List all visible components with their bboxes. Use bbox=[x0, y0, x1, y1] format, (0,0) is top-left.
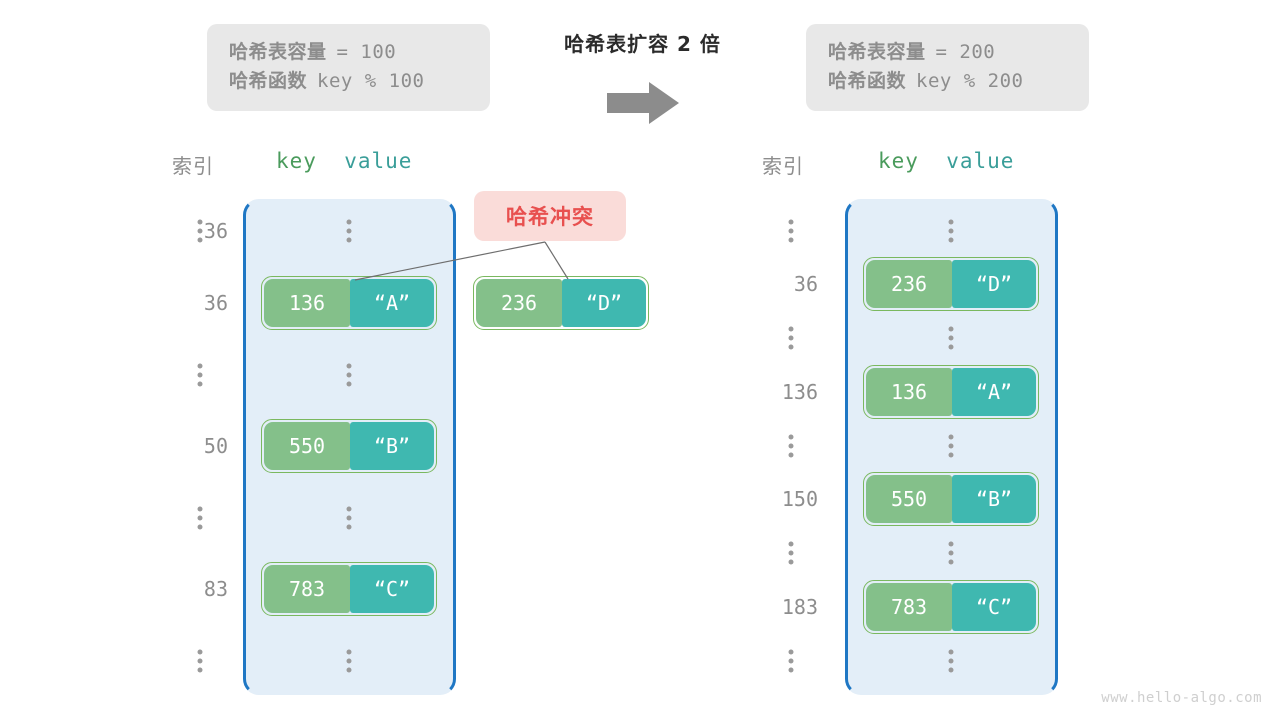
right-entry-136: 136 “A” bbox=[863, 365, 1039, 419]
left-index-ellipsis-2 bbox=[197, 363, 203, 387]
right-header-value: value bbox=[946, 149, 1015, 173]
left-index-ellipsis-3 bbox=[197, 506, 203, 530]
watermark: www.hello-algo.com bbox=[1101, 690, 1262, 706]
info-box-before: 哈希表容量 = 100 哈希函数 key % 100 bbox=[207, 24, 490, 111]
capacity-expr-before: = 100 bbox=[336, 41, 397, 63]
right-entry-150: 550 “B” bbox=[863, 472, 1039, 526]
capacity-line-after: 哈希表容量 = 200 bbox=[828, 38, 1067, 67]
left-index-36: 36 bbox=[203, 219, 228, 243]
right-entry-150-value: “B” bbox=[952, 475, 1036, 523]
capacity-label-after: 哈希表容量 bbox=[828, 41, 926, 63]
left-index-36-label: 36 bbox=[203, 291, 228, 315]
function-line-before: 哈希函数 key % 100 bbox=[229, 67, 468, 96]
right-entry-183-key: 783 bbox=[866, 583, 952, 631]
right-entry-36-value: “D” bbox=[952, 260, 1036, 308]
function-line-after: 哈希函数 key % 200 bbox=[828, 67, 1067, 96]
right-index-36-label: 36 bbox=[793, 272, 818, 296]
left-entry-36: 136 “A” bbox=[261, 276, 437, 330]
right-body-ellipsis-1 bbox=[948, 219, 954, 243]
right-entry-183-value: “C” bbox=[952, 583, 1036, 631]
right-entry-136-value: “A” bbox=[952, 368, 1036, 416]
left-index-ellipsis-1 bbox=[197, 219, 203, 243]
left-body-ellipsis-1 bbox=[346, 219, 352, 243]
left-entry-36-key: 136 bbox=[264, 279, 350, 327]
right-index-ellipsis-5 bbox=[788, 649, 794, 673]
right-index-150-label: 150 bbox=[781, 487, 818, 511]
right-entry-36-key: 236 bbox=[866, 260, 952, 308]
left-index-50-label: 50 bbox=[203, 434, 228, 458]
info-box-after: 哈希表容量 = 200 哈希函数 key % 200 bbox=[806, 24, 1089, 111]
function-label-after: 哈希函数 bbox=[828, 70, 907, 93]
right-entry-183: 783 “C” bbox=[863, 580, 1039, 634]
right-index-ellipsis-2 bbox=[788, 326, 794, 350]
right-body-ellipsis-5 bbox=[948, 649, 954, 673]
leader-line-to-colliding bbox=[544, 241, 569, 280]
right-header-key: key bbox=[878, 149, 919, 173]
left-header-kv: key value bbox=[276, 149, 412, 173]
capacity-label-before: 哈希表容量 bbox=[229, 41, 327, 63]
left-body-ellipsis-4 bbox=[346, 649, 352, 673]
colliding-entry: 236 “D” bbox=[473, 276, 649, 330]
right-entry-136-key: 136 bbox=[866, 368, 952, 416]
left-body-ellipsis-3 bbox=[346, 506, 352, 530]
capacity-line-before: 哈希表容量 = 100 bbox=[229, 38, 468, 67]
left-entry-50-value: “B” bbox=[350, 422, 434, 470]
right-entry-36: 236 “D” bbox=[863, 257, 1039, 311]
right-entry-150-key: 550 bbox=[866, 475, 952, 523]
left-index-83-label: 83 bbox=[203, 577, 228, 601]
right-index-ellipsis-4 bbox=[788, 541, 794, 565]
colliding-entry-value: “D” bbox=[562, 279, 646, 327]
left-entry-83: 783 “C” bbox=[261, 562, 437, 616]
collision-badge: 哈希冲突 bbox=[474, 191, 626, 241]
right-header-kv: key value bbox=[878, 149, 1014, 173]
right-body-ellipsis-2 bbox=[948, 326, 954, 350]
right-body-ellipsis-4 bbox=[948, 541, 954, 565]
right-index-ellipsis-1 bbox=[788, 219, 794, 243]
left-entry-50-key: 550 bbox=[264, 422, 350, 470]
left-entry-83-key: 783 bbox=[264, 565, 350, 613]
right-body-ellipsis-3 bbox=[948, 434, 954, 458]
left-header-gap bbox=[317, 149, 344, 173]
left-entry-83-value: “C” bbox=[350, 565, 434, 613]
left-header-value: value bbox=[344, 149, 413, 173]
right-header-gap bbox=[919, 149, 946, 173]
right-header-index: 索引 bbox=[762, 154, 804, 178]
function-expr-after: key % 200 bbox=[916, 70, 1024, 93]
diagram-title: 哈希表扩容 2 倍 bbox=[564, 32, 721, 56]
left-body-ellipsis-2 bbox=[346, 363, 352, 387]
left-entry-36-value: “A” bbox=[350, 279, 434, 327]
function-label-before: 哈希函数 bbox=[229, 70, 308, 93]
left-header-key: key bbox=[276, 149, 317, 173]
right-arrow-icon bbox=[605, 80, 681, 130]
left-entry-50: 550 “B” bbox=[261, 419, 437, 473]
function-expr-before: key % 100 bbox=[317, 70, 425, 93]
right-index-183-label: 183 bbox=[781, 595, 818, 619]
left-index-ellipsis-4 bbox=[197, 649, 203, 673]
right-index-ellipsis-3 bbox=[788, 434, 794, 458]
capacity-expr-after: = 200 bbox=[935, 41, 996, 63]
left-header-index: 索引 bbox=[172, 154, 214, 178]
right-index-136-label: 136 bbox=[781, 380, 818, 404]
colliding-entry-key: 236 bbox=[476, 279, 562, 327]
